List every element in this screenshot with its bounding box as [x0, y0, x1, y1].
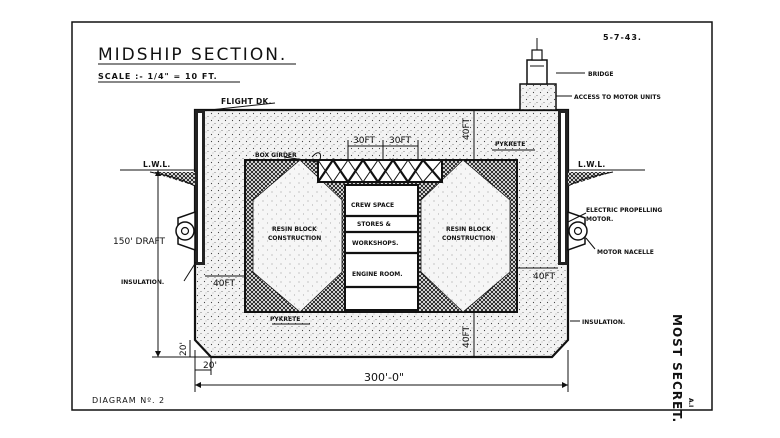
label-insulation-left: INSULATION. — [121, 279, 164, 286]
label-lwl-right: L.W.L. — [578, 160, 606, 169]
label-motor-nacelle: MOTOR NACELLE — [597, 249, 654, 256]
diagram-number: DIAGRAM Nº. 2 — [92, 396, 165, 405]
motor-nacelle-right — [567, 210, 588, 252]
label-box-girder: BOX GIRDER — [255, 152, 297, 159]
waterline-right — [567, 169, 645, 187]
label-lwl-left: L.W.L. — [143, 160, 171, 169]
dim-draft: 150' DRAFT — [113, 237, 166, 247]
drawing-initials: A.I — [687, 398, 694, 407]
drawing-date: 5-7-43. — [603, 33, 642, 42]
label-bridge: BRIDGE — [588, 71, 613, 78]
label-stores: STORES & — [357, 221, 391, 228]
label-flight-deck: FLIGHT DK. — [221, 97, 272, 106]
label-pykrete-bottom: PYKRETE — [270, 316, 300, 323]
dim-left-side: 40FT — [213, 279, 235, 289]
label-resin-right-2: CONSTRUCTION — [442, 235, 495, 242]
dim-bottom: 40FT — [462, 326, 472, 348]
label-resin-left-1: RESIN BLOCK — [272, 226, 317, 233]
label-workshops: WORKSHOPS. — [352, 240, 398, 247]
dim-girder-left: 30FT — [353, 136, 375, 146]
dimension-lines — [152, 110, 569, 392]
dim-top-deck: 40FT — [462, 118, 472, 140]
drawing-title: MIDSHIP SECTION. — [98, 45, 287, 65]
motor-nacelle-left — [175, 210, 196, 252]
resin-block-right — [420, 159, 511, 313]
box-girder-truss — [317, 158, 443, 184]
dim-beam: 300'-0" — [364, 371, 404, 384]
dim-girder-right: 30FT — [389, 136, 411, 146]
dim-right-side: 40FT — [533, 272, 555, 282]
classification-stamp: MOST SECRET. — [670, 314, 684, 423]
label-resin-left-2: CONSTRUCTION — [268, 235, 321, 242]
dim-bottom-vertical: 20' — [179, 342, 189, 356]
central-compartments — [344, 184, 419, 311]
leader-lines — [183, 72, 596, 325]
label-electric-motor-1: ELECTRIC PROPELLING — [586, 207, 662, 214]
label-access-motor-units: ACCESS TO MOTOR UNITS — [574, 94, 661, 101]
label-crew-space: CREW SPACE — [351, 202, 394, 209]
resin-block-left — [252, 159, 343, 313]
label-insulation-right: INSULATION. — [582, 319, 625, 326]
bridge-structure — [519, 38, 557, 111]
label-pykrete-top: PYKRETE — [495, 141, 525, 148]
label-engine-room: ENGINE ROOM. — [352, 271, 403, 278]
drawing-scale: SCALE :- 1/4" = 10 FT. — [98, 72, 218, 81]
dim-bottom-horizontal: 20' — [203, 361, 217, 371]
label-resin-right-1: RESIN BLOCK — [446, 226, 491, 233]
label-electric-motor-2: MOTOR. — [586, 216, 613, 223]
